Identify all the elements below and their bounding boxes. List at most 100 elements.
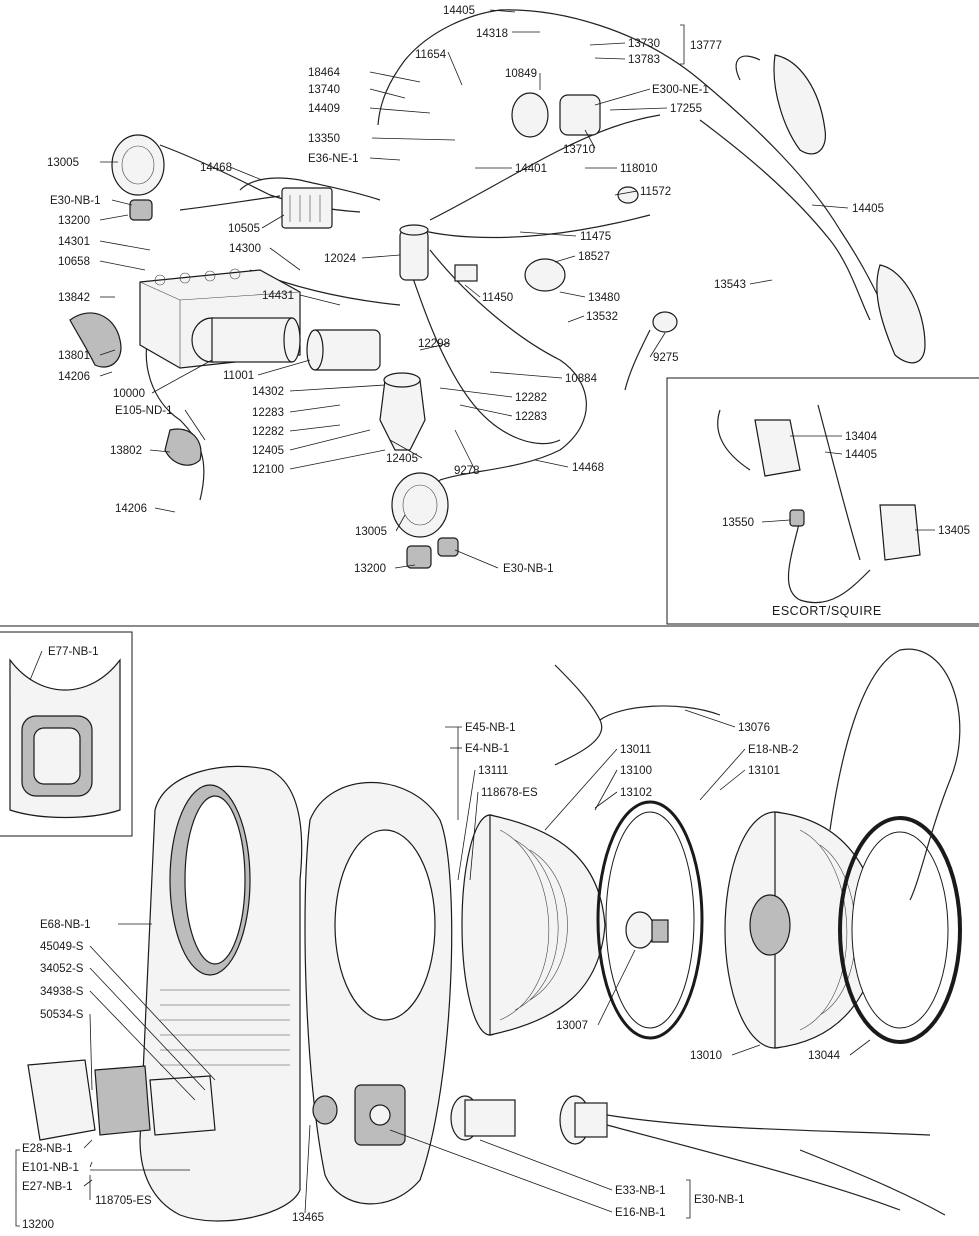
tail-lamp-upper xyxy=(773,54,827,155)
part-label: 13011 xyxy=(620,744,651,756)
part-label: 14468 xyxy=(572,462,604,474)
part-label: 13802 xyxy=(110,445,142,457)
ignition-switch xyxy=(617,186,639,204)
part-label: 12405 xyxy=(252,445,284,457)
part-label: 14468 xyxy=(200,162,232,174)
part-label: E30-NB-1 xyxy=(503,563,554,575)
part-label: 13005 xyxy=(355,526,387,538)
ignition-coil xyxy=(399,224,429,281)
lead-wire-13076 xyxy=(554,664,603,766)
headlamp-bucket-lower xyxy=(391,472,459,569)
part-label: 50534-S xyxy=(40,1009,84,1021)
part-label: 14431 xyxy=(262,290,294,302)
upper-components xyxy=(69,54,926,569)
generator xyxy=(191,317,301,363)
distributor xyxy=(379,372,426,451)
part-label: 13404 xyxy=(845,431,878,443)
part-label: 13543 xyxy=(714,279,746,291)
escort-squire-caption: ESCORT/SQUIRE xyxy=(772,604,882,618)
part-label: 14206 xyxy=(58,371,90,383)
part-label: 14409 xyxy=(308,103,340,115)
part-label: 18464 xyxy=(308,67,341,79)
part-label: 13730 xyxy=(628,38,660,50)
tail-lamp-lower xyxy=(876,264,926,364)
part-label: 13111 xyxy=(478,765,508,777)
part-label: 13101 xyxy=(748,765,780,777)
part-label: 9275 xyxy=(653,352,679,364)
part-label: 118705-ES xyxy=(95,1195,152,1207)
part-label: 18527 xyxy=(578,251,610,263)
part-label: 34052-S xyxy=(40,963,84,975)
part-label: 10658 xyxy=(58,256,90,268)
part-label: E68-NB-1 xyxy=(40,919,91,931)
part-label: 10849 xyxy=(505,68,537,80)
part-label: 12405 xyxy=(386,453,418,465)
part-label: 14300 xyxy=(229,243,261,255)
part-label: 11475 xyxy=(580,231,611,243)
sealed-beam-unit xyxy=(461,814,606,1036)
headlamp-bucket-left xyxy=(111,134,165,196)
part-label: 14206 xyxy=(115,503,147,515)
part-label: 14302 xyxy=(252,386,284,398)
part-label: E45-NB-1 xyxy=(465,722,516,734)
part-label: 14405 xyxy=(443,5,475,17)
part-label: 14405 xyxy=(852,203,884,215)
escort-squire-components xyxy=(717,404,921,604)
part-label: 12024 xyxy=(324,253,357,265)
escort-part-labels: 13404 14405 13550 13405 ESCORT/SQUIRE xyxy=(722,431,970,618)
escort-tail-lamp-upper xyxy=(754,419,801,477)
part-label: 11572 xyxy=(640,186,671,198)
part-label: 10000 xyxy=(113,388,145,400)
part-label: 13100 xyxy=(620,765,652,777)
part-label: 13200 xyxy=(22,1219,54,1231)
escort-switch xyxy=(789,509,805,527)
headlamp-exploded-view xyxy=(27,648,962,1222)
part-label: E30-NB-1 xyxy=(50,195,101,207)
door-opening xyxy=(184,795,246,965)
part-label: 13842 xyxy=(58,292,90,304)
upper-part-labels: 14405 14318 13730 13777 13783 18464 1165… xyxy=(47,5,884,575)
part-label: 14401 xyxy=(515,163,547,175)
grille-ornament xyxy=(9,658,121,819)
headlamp-connector xyxy=(559,1095,946,1216)
outer-gasket-ring xyxy=(838,816,962,1044)
bulb-13465 xyxy=(312,1095,338,1125)
headlamp-gasket xyxy=(304,781,453,1205)
grille-inset-frame xyxy=(0,631,133,837)
part-label: E300-NE-1 xyxy=(652,84,709,96)
lower-part-labels: E77-NB-1 13076 E45-NB-1 E4-NB-1 13011 E1… xyxy=(22,646,841,1231)
parking-lamp-assembly xyxy=(27,1059,216,1141)
horn-lower xyxy=(164,428,202,466)
starter-motor xyxy=(306,329,381,371)
part-label: 12100 xyxy=(252,464,284,476)
callout-lines xyxy=(15,9,935,1227)
part-label: E105-ND-1 xyxy=(115,405,173,417)
part-label: 13076 xyxy=(738,722,770,734)
part-label: E28-NB-1 xyxy=(22,1143,73,1155)
part-label: E36-NE-1 xyxy=(308,153,359,165)
part-label: 12282 xyxy=(515,392,547,404)
escort-tail-lamp-lower xyxy=(879,504,921,561)
part-label: 13007 xyxy=(556,1020,588,1032)
part-label: E77-NB-1 xyxy=(48,646,99,658)
part-label: 13480 xyxy=(588,292,620,304)
part-label: 13044 xyxy=(808,1050,841,1062)
part-label: 118010 xyxy=(620,163,658,175)
fuel-sender xyxy=(652,311,678,333)
part-label: 13350 xyxy=(308,133,340,145)
relay xyxy=(454,264,478,282)
horn-upper xyxy=(69,312,122,368)
main-wiring-harness xyxy=(145,9,881,521)
part-label: 12283 xyxy=(515,411,547,423)
part-label: 9278 xyxy=(454,465,480,477)
part-label: 12283 xyxy=(252,407,284,419)
voltage-regulator xyxy=(281,187,333,229)
part-label: 13200 xyxy=(354,563,386,575)
part-label: 13783 xyxy=(628,54,660,66)
part-label: E33-NB-1 xyxy=(615,1185,666,1197)
part-label: 11654 xyxy=(415,49,447,61)
part-label: 14405 xyxy=(845,449,877,461)
part-label: 118678-ES xyxy=(481,787,538,799)
